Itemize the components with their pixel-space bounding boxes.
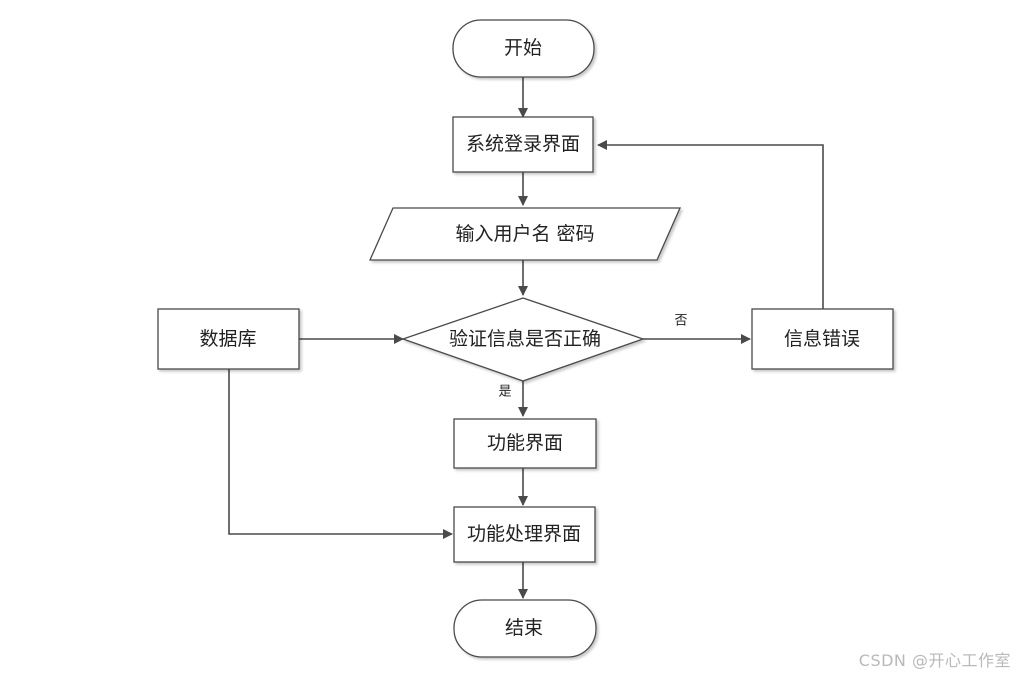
error-box	[751, 308, 894, 370]
login-screen-label: 系统登录界面	[466, 133, 580, 155]
error-label: 信息错误	[784, 328, 860, 350]
verify-label: 验证信息是否正确	[449, 328, 601, 350]
end-label: 结束	[505, 617, 543, 639]
edge-label-no: 否	[674, 314, 687, 329]
watermark: CSDN @开心工作室	[858, 651, 1011, 670]
end-terminator	[453, 599, 597, 658]
arrow-error-to-login	[597, 140, 824, 309]
verify-decision-diamond	[401, 297, 645, 382]
start-terminator	[452, 19, 595, 78]
input-credentials-label: 输入用户名 密码	[455, 223, 594, 245]
login-screen-box	[452, 116, 594, 173]
processing-screen-label: 功能处理界面	[467, 523, 581, 545]
input-credentials-parallelogram	[369, 207, 681, 261]
database-label: 数据库	[199, 328, 256, 350]
start-label: 开始	[504, 37, 542, 59]
processing-screen-box	[453, 506, 596, 563]
function-screen-label: 功能界面	[487, 432, 563, 454]
function-screen-box	[453, 418, 597, 469]
database-box	[157, 308, 300, 370]
edge-label-yes: 是	[498, 385, 511, 400]
arrow-database-to-processing	[228, 369, 453, 539]
